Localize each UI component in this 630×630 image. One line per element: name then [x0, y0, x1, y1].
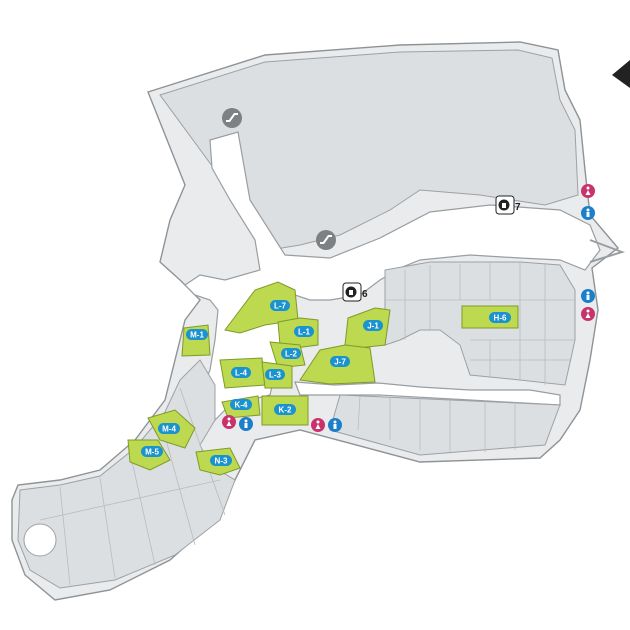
store-label-j1: J-1	[363, 320, 383, 331]
female-restroom-icon[interactable]	[222, 415, 236, 429]
female-restroom-icon[interactable]	[581, 184, 595, 198]
elevator-icon[interactable]	[342, 282, 362, 302]
store-label-text: L-3	[269, 371, 282, 380]
store-label-text: L-7	[274, 302, 287, 311]
left-wing-stores	[17, 359, 236, 589]
female-restroom-icon[interactable]	[581, 307, 595, 321]
store-label-text: K-4	[235, 401, 248, 410]
store-label-l7: L-7	[270, 300, 290, 311]
store-label-text: M-5	[145, 448, 159, 457]
store-label-m5: M-5	[141, 446, 163, 457]
store-label-text: L-2	[285, 350, 298, 359]
elevator-number: 6	[362, 289, 368, 300]
male-restroom-icon[interactable]	[239, 417, 253, 431]
north-arrow-icon	[612, 60, 630, 88]
lower-middle-grid	[357, 395, 516, 452]
store-label-h6: H-6	[489, 312, 511, 323]
male-restroom-icon[interactable]	[328, 418, 342, 432]
entrance-marker	[589, 239, 626, 263]
store-label-text: M-4	[162, 425, 176, 434]
store-label-text: J-7	[334, 358, 346, 367]
right-stores-grid	[385, 262, 575, 385]
store-label-m1: M-1	[186, 329, 208, 340]
male-restroom-icon[interactable]	[581, 289, 595, 303]
male-restroom-icon[interactable]	[581, 206, 595, 220]
store-label-l4: L-4	[231, 367, 251, 378]
store-label-text: L-4	[235, 369, 248, 378]
store-label-m4: M-4	[158, 423, 180, 434]
elevator-number: 7	[515, 202, 521, 213]
elevator-icon[interactable]	[495, 195, 515, 215]
store-label-k2: K-2	[274, 404, 296, 415]
store-label-j7: J-7	[330, 356, 350, 367]
store-label-text: L-1	[298, 328, 311, 337]
store-label-text: H-6	[494, 314, 507, 323]
left-rotunda	[23, 523, 57, 557]
store-label-text: M-1	[190, 331, 204, 340]
corridor-lower	[294, 381, 561, 406]
store-label-l3: L-3	[265, 369, 285, 380]
store-label-k4: K-4	[230, 399, 252, 410]
store-label-l1: L-1	[294, 326, 314, 337]
escalator-icon[interactable]	[316, 230, 336, 250]
store-label-text: K-2	[279, 406, 292, 415]
store-label-text: J-1	[367, 322, 379, 331]
female-restroom-icon[interactable]	[311, 418, 325, 432]
escalator-icon[interactable]	[222, 108, 242, 128]
store-label-text: N-3	[215, 457, 228, 466]
store-label-n3: N-3	[210, 455, 232, 466]
store-label-l2: L-2	[281, 348, 301, 359]
store-l7[interactable]	[224, 281, 299, 334]
